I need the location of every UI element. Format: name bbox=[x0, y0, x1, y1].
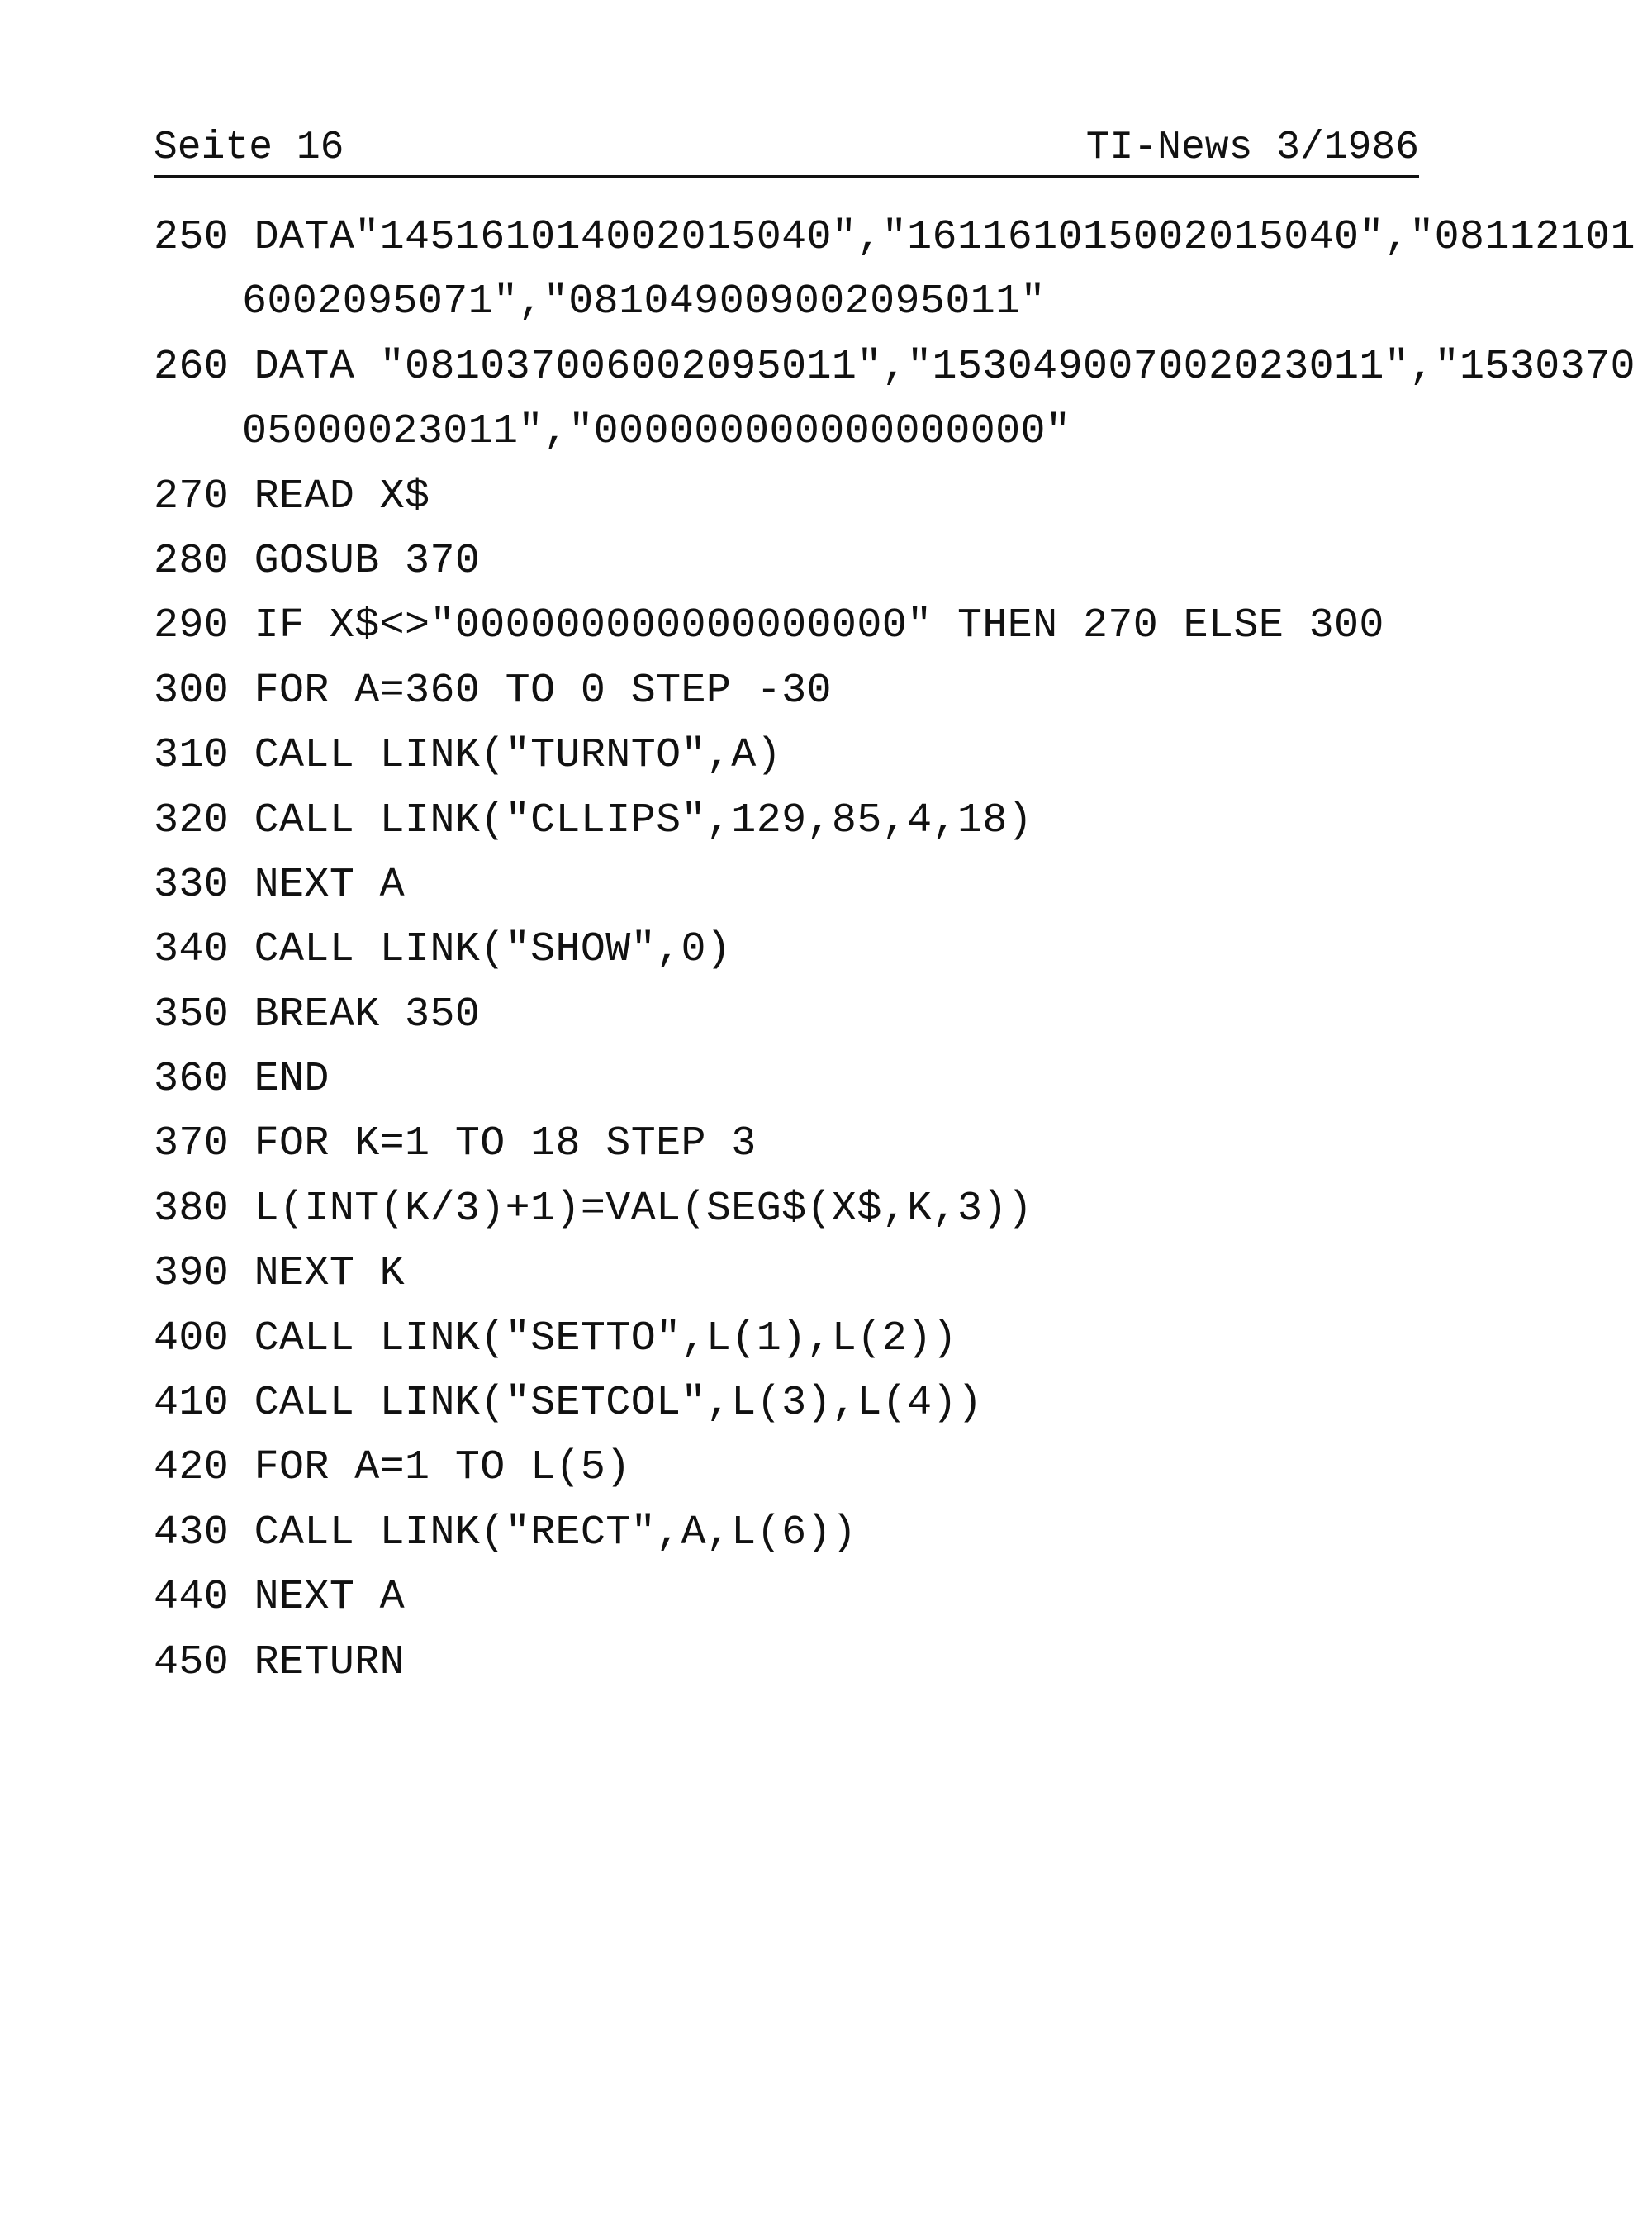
code-line: 260 DATA "081037006002095011","153049007… bbox=[154, 343, 1635, 391]
code-line: 290 IF X$<>"000000000000000000" THEN 270… bbox=[154, 602, 1384, 650]
page-header: Seite 16 TI-News 3/1986 bbox=[154, 124, 1419, 178]
code-line: 400 CALL LINK("SETTO",L(1),L(2)) bbox=[154, 1314, 957, 1362]
code-line: 320 CALL LINK("CLLIPS",129,85,4,18) bbox=[154, 796, 1033, 844]
code-line: 270 READ X$ bbox=[154, 473, 430, 520]
code-line: 410 CALL LINK("SETCOL",L(3),L(4)) bbox=[154, 1380, 983, 1428]
code-line: 430 CALL LINK("RECT",A,L(6)) bbox=[154, 1509, 857, 1557]
code-line: 310 CALL LINK("TURNTO",A) bbox=[154, 732, 782, 780]
code-line: 420 FOR A=1 TO L(5) bbox=[154, 1444, 631, 1492]
basic-code-listing: 250 DATA"145161014002015040","1611610150… bbox=[154, 213, 1635, 1703]
code-line: 440 NEXT A bbox=[154, 1574, 406, 1622]
code-line: 360 END bbox=[154, 1056, 330, 1104]
code-line-continuation: 05000023011","000000000000000000" bbox=[242, 408, 1071, 456]
code-line: 380 L(INT(K/3)+1)=VAL(SEG$(X$,K,3)) bbox=[154, 1185, 1033, 1233]
code-line: 340 CALL LINK("SHOW",0) bbox=[154, 926, 732, 974]
code-line: 300 FOR A=360 TO 0 STEP -30 bbox=[154, 667, 832, 715]
page-number: Seite 16 bbox=[154, 126, 344, 170]
publication-issue: TI-News 3/1986 bbox=[1085, 126, 1419, 170]
code-line: 450 RETURN bbox=[154, 1638, 406, 1686]
code-line: 350 BREAK 350 bbox=[154, 991, 481, 1039]
code-line: 370 FOR K=1 TO 18 STEP 3 bbox=[154, 1120, 757, 1168]
code-line: 390 NEXT K bbox=[154, 1250, 406, 1298]
code-line: 250 DATA"145161014002015040","1611610150… bbox=[154, 214, 1635, 261]
code-line: 280 GOSUB 370 bbox=[154, 537, 481, 585]
code-line: 330 NEXT A bbox=[154, 861, 406, 909]
code-line-continuation: 6002095071","081049009002095011" bbox=[242, 278, 1046, 326]
